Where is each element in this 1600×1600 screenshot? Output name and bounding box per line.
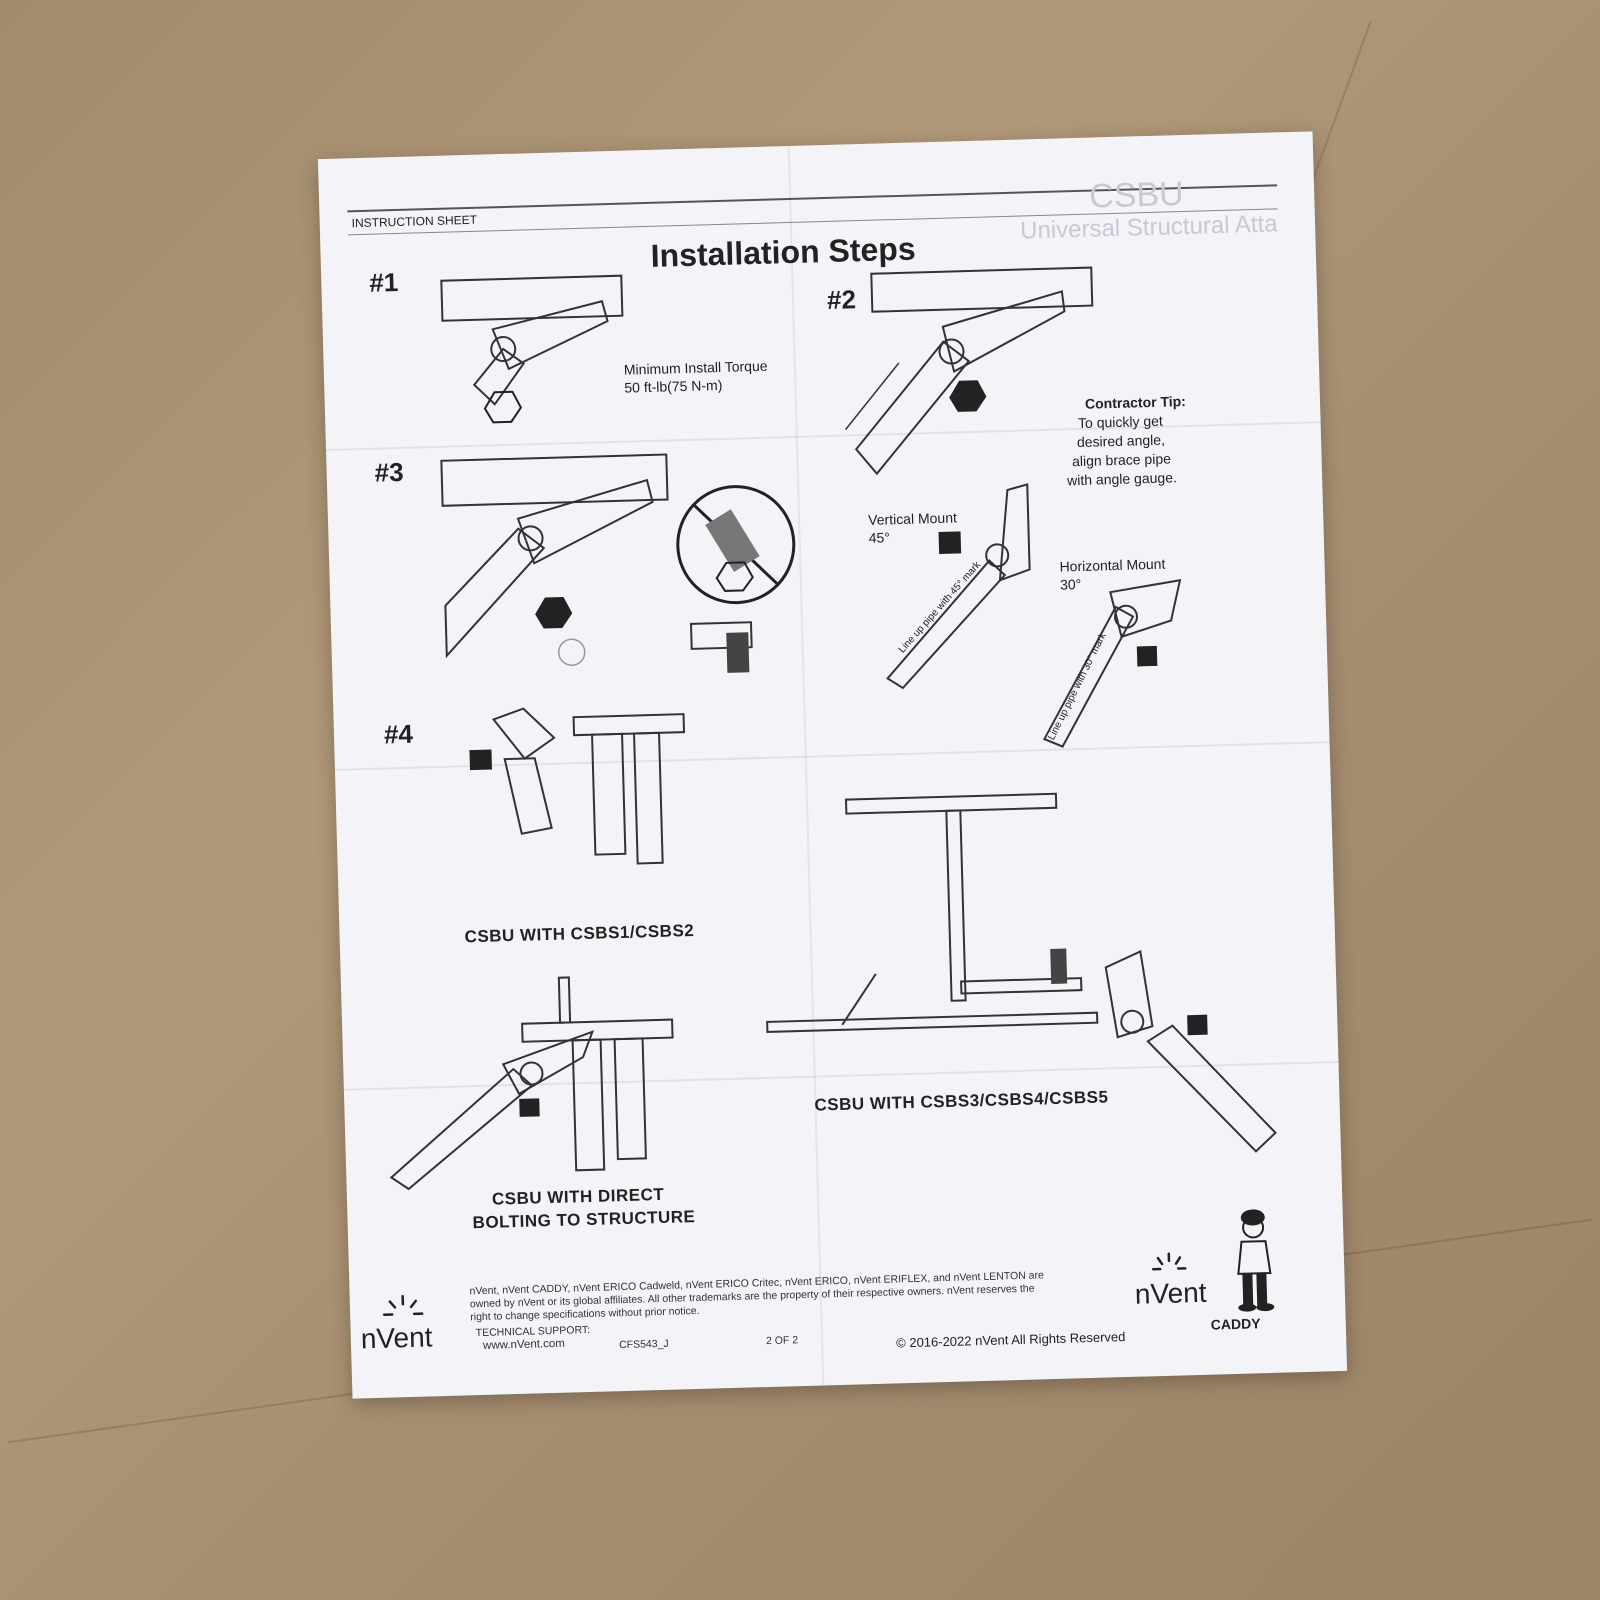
caption-direct-line1: CSBU WITH DIRECT bbox=[491, 1184, 665, 1209]
step-3-illustration bbox=[440, 453, 669, 666]
vertical-mount-illustration bbox=[886, 483, 1031, 690]
copyright: © 2016-2022 nVent All Rights Reserved bbox=[895, 1329, 1126, 1351]
step-1-illustration bbox=[440, 274, 624, 424]
brand-sub-caddy: CADDY bbox=[1210, 1315, 1261, 1333]
direct-bolting-illustration bbox=[389, 976, 674, 1191]
no-overtighten-icon bbox=[676, 485, 796, 605]
caddy-mascot-icon bbox=[1237, 1209, 1275, 1312]
torque-note: Minimum Install Torque 50 ft-lb(75 N-m) bbox=[623, 357, 768, 396]
step-label-4: #4 bbox=[383, 718, 414, 750]
step-label-1: #1 bbox=[368, 266, 399, 298]
tip-heading: Contractor Tip: bbox=[1084, 392, 1187, 412]
nvent-logo-icon bbox=[382, 1294, 424, 1316]
instruction-sheet: INSTRUCTION SHEET CSBU Universal Structu… bbox=[317, 131, 1348, 1399]
ghost-text-csbu: CSBU bbox=[1088, 174, 1185, 216]
support-url: www.nVent.com bbox=[482, 1337, 566, 1352]
caption-csbs1-csbs2: CSBU WITH CSBS1/CSBS2 bbox=[464, 920, 695, 947]
caption-direct-line2: BOLTING TO STRUCTURE bbox=[472, 1207, 696, 1233]
csbs3-csbs5-illustration bbox=[766, 792, 1277, 1153]
bolt-detail-icon bbox=[689, 621, 753, 673]
nvent-caddy-logo-icon bbox=[1151, 1252, 1187, 1271]
step-label-3: #3 bbox=[374, 456, 404, 488]
brand-name-left: nVent bbox=[360, 1321, 433, 1355]
brand-name-right: nVent bbox=[1134, 1276, 1207, 1310]
technical-support-label: TECHNICAL SUPPORT: bbox=[475, 1323, 591, 1340]
csbs1-csbs2-illustration bbox=[469, 707, 686, 865]
tip-text: To quickly get desired angle, align brac… bbox=[1066, 412, 1178, 489]
fold-line bbox=[787, 145, 825, 1386]
doc-code: CFS543_J bbox=[618, 1337, 669, 1352]
horizontal-mount-illustration bbox=[1042, 578, 1182, 748]
horizontal-mount-label: Horizontal Mount bbox=[1059, 555, 1166, 575]
step-2-illustration bbox=[845, 266, 1094, 476]
page-number: 2 OF 2 bbox=[765, 1334, 799, 1348]
header-label: INSTRUCTION SHEET bbox=[351, 212, 478, 231]
ghost-text-subtitle: Universal Structural Atta bbox=[1019, 210, 1278, 245]
